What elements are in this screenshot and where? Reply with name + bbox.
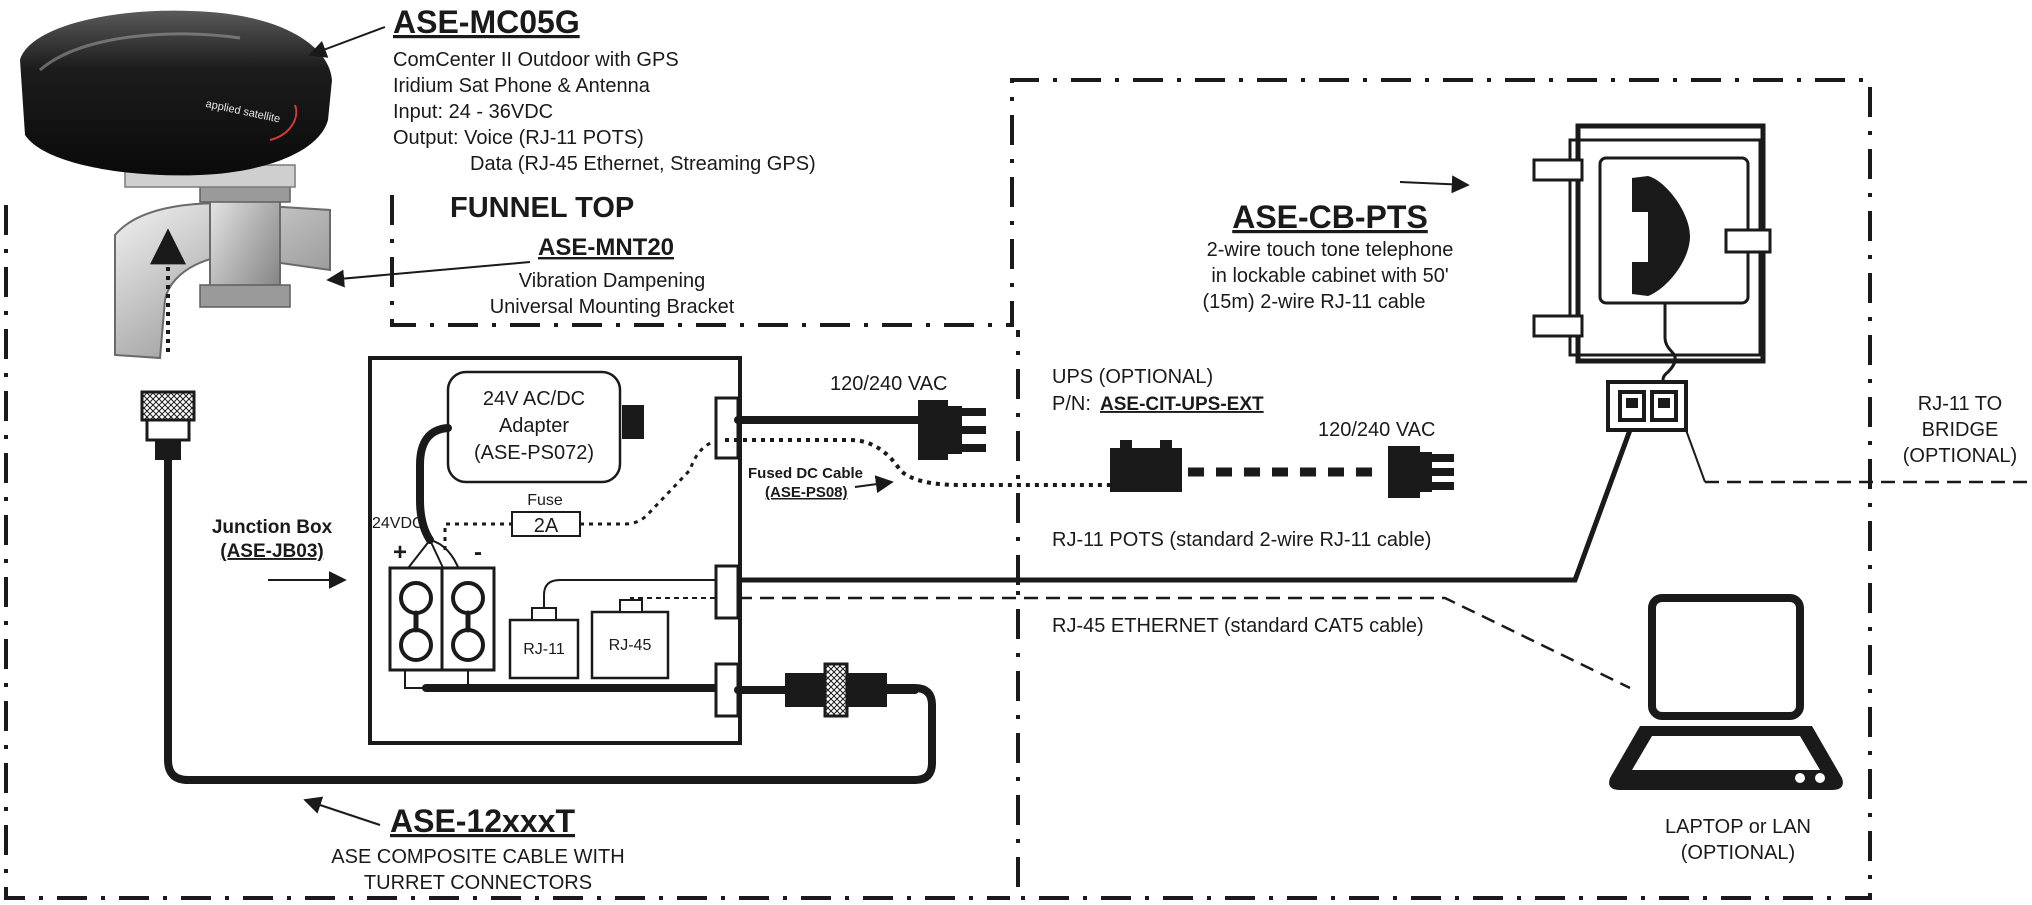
- ups-part-number: ASE-CIT-UPS-EXT: [1100, 394, 1264, 415]
- telephone-cabinet: [1532, 123, 1772, 483]
- antenna-illustration: applied satellite: [20, 10, 332, 360]
- mount-line-2: Universal Mounting Bracket: [490, 296, 735, 318]
- rj11-pots-cable: RJ-11 POTS (standard 2-wire RJ-11 cable): [738, 429, 1633, 583]
- phone-handset-icon: [1632, 176, 1690, 296]
- mc05g-line-3: Input: 24 - 36VDC: [393, 101, 553, 123]
- laptop-line-1: LAPTOP or LAN: [1665, 816, 1811, 838]
- terminal-plus: +: [393, 539, 407, 566]
- phone-line-1: 2-wire touch tone telephone: [1207, 239, 1454, 261]
- mount-line-1: Vibration Dampening: [519, 270, 705, 292]
- funnel-top-heading: FUNNEL TOP: [450, 192, 634, 224]
- phone-callout: ASE-CB-PTS 2-wire touch tone telephone i…: [1202, 175, 1470, 313]
- rj11-jack-label: RJ-11: [523, 641, 565, 658]
- composite-line-1: ASE COMPOSITE CABLE WITH: [331, 846, 624, 868]
- mc05g-line-2: Iridium Sat Phone & Antenna: [393, 75, 651, 97]
- bridge-callout: RJ-11 TO BRIDGE (OPTIONAL): [1705, 393, 2032, 484]
- junction-box-part: (ASE-JB03): [220, 541, 323, 562]
- bridge-line-3: (OPTIONAL): [1903, 445, 2017, 467]
- composite-callout: ASE-12xxxT ASE COMPOSITE CABLE WITH TURR…: [303, 796, 625, 894]
- laptop-line-2: (OPTIONAL): [1681, 842, 1795, 864]
- composite-connector: [734, 662, 919, 718]
- fused-cable-label: Fused DC Cable: [748, 465, 863, 482]
- mc05g-part-number: ASE-MC05G: [393, 4, 580, 40]
- adapter-line-2: Adapter: [499, 415, 569, 437]
- funnel-top-callout: FUNNEL TOP ASE-MNT20 Vibration Dampening…: [326, 192, 735, 318]
- mc05g-callout: ASE-MC05G ComCenter II Outdoor with GPS …: [308, 4, 816, 175]
- composite-part-number: ASE-12xxxT: [390, 803, 575, 839]
- rj45-jack-label: RJ-45: [609, 637, 652, 654]
- bridge-line-1: RJ-11 TO: [1918, 393, 2002, 415]
- junction-box-callout: Junction Box (ASE-JB03): [212, 517, 347, 589]
- junction-box: 24V AC/DC Adapter (ASE-PS072) Fuse 2A 24…: [368, 356, 742, 745]
- phone-line-3: (15m) 2-wire RJ-11 cable: [1202, 291, 1425, 313]
- fused-dc-cable: Fused DC Cable (ASE-PS08): [725, 438, 1110, 501]
- mc05g-line-1: ComCenter II Outdoor with GPS: [393, 49, 679, 71]
- mount-part-number: ASE-MNT20: [538, 234, 674, 261]
- pots-cable-label: RJ-11 POTS (standard 2-wire RJ-11 cable): [1052, 529, 1431, 551]
- mc05g-line-4: Output: Voice (RJ-11 POTS): [393, 127, 644, 149]
- mc05g-line-5: Data (RJ-45 Ethernet, Streaming GPS): [470, 153, 816, 175]
- laptop: LAPTOP or LAN (OPTIONAL): [1609, 594, 1843, 864]
- ups-label: UPS (OPTIONAL): [1052, 366, 1213, 388]
- fuse-label: Fuse: [527, 492, 563, 509]
- bridge-line-2: BRIDGE: [1922, 419, 1999, 441]
- adapter-line-3: (ASE-PS072): [474, 442, 594, 464]
- terminal-minus: -: [474, 539, 482, 566]
- ups-unit: UPS (OPTIONAL) P/N: ASE-CIT-UPS-EXT 120/…: [1052, 366, 1454, 498]
- ups-pn-prefix: P/N:: [1052, 393, 1091, 415]
- junction-box-label: Junction Box: [212, 517, 333, 538]
- enclosure-boundaries: [4, 78, 1872, 900]
- composite-line-2: TURRET CONNECTORS: [364, 872, 592, 894]
- phone-line-2: in lockable cabinet with 50': [1211, 265, 1448, 287]
- phone-part-number: ASE-CB-PTS: [1232, 199, 1428, 235]
- fuse-value: 2A: [534, 515, 559, 537]
- vac-label-ups: 120/240 VAC: [1318, 419, 1436, 441]
- ac-plug-top: 120/240 VAC: [734, 373, 986, 460]
- adapter-line-1: 24V AC/DC: [483, 388, 585, 410]
- ethernet-cable-label: RJ-45 ETHERNET (standard CAT5 cable): [1052, 615, 1424, 637]
- fused-cable-part: (ASE-PS08): [765, 484, 848, 501]
- composite-cable: [140, 390, 936, 784]
- voltage-label: 24VDC: [372, 515, 424, 532]
- rj45-ethernet-cable: RJ-45 ETHERNET (standard CAT5 cable): [738, 596, 1631, 690]
- vac-label-top: 120/240 VAC: [830, 373, 948, 395]
